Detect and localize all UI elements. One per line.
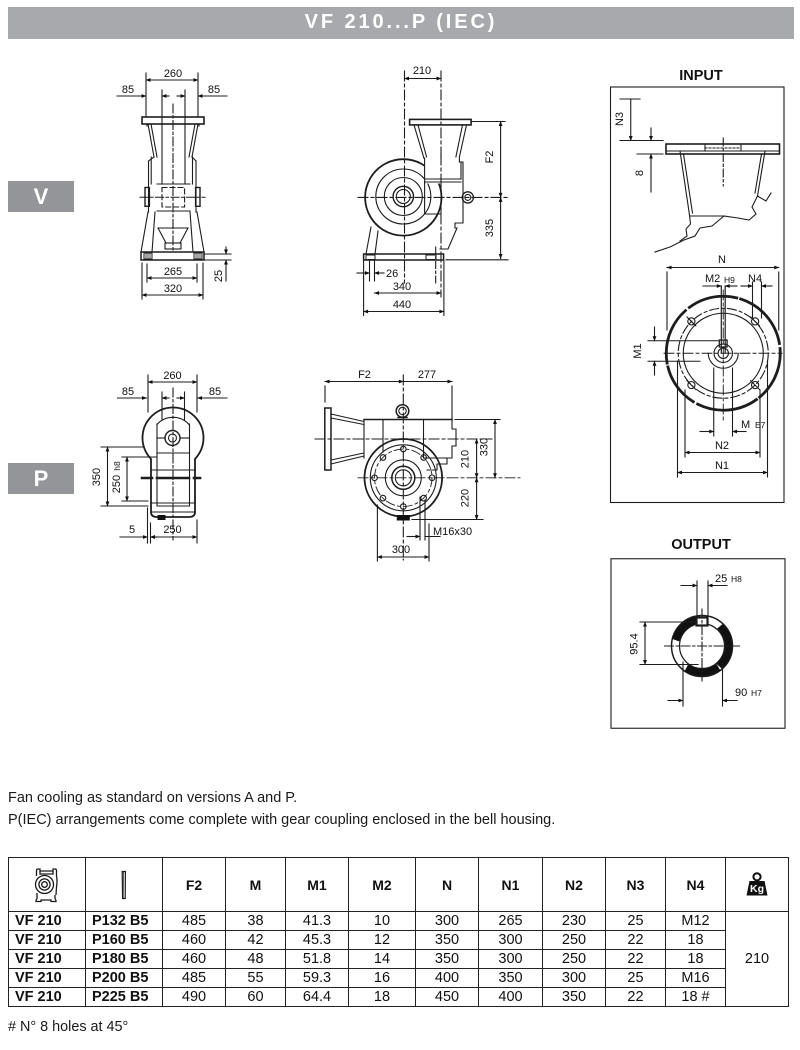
svg-text:320: 320: [164, 283, 182, 295]
svg-text:8: 8: [634, 170, 646, 176]
svg-text:250: 250: [111, 475, 123, 493]
svg-text:210: 210: [460, 450, 472, 468]
svg-text:260: 260: [164, 68, 182, 80]
svg-text:210: 210: [413, 65, 431, 77]
svg-text:N: N: [718, 254, 726, 266]
svg-text:M2: M2: [705, 273, 720, 285]
svg-text:N1: N1: [715, 460, 729, 472]
svg-text:85: 85: [208, 84, 220, 96]
svg-text:5: 5: [129, 524, 135, 536]
svg-text:M16x30: M16x30: [433, 526, 472, 538]
svg-text:h8: h8: [112, 461, 122, 471]
svg-text:H7: H7: [751, 688, 762, 698]
svg-text:OUTPUT: OUTPUT: [671, 537, 731, 553]
svg-text:N4: N4: [748, 273, 762, 285]
svg-text:250: 250: [163, 524, 181, 536]
svg-text:M1: M1: [632, 343, 644, 358]
svg-text:277: 277: [418, 369, 436, 381]
svg-text:95.4: 95.4: [629, 633, 641, 654]
svg-text:260: 260: [163, 370, 181, 382]
svg-text:85: 85: [122, 84, 134, 96]
svg-text:N3: N3: [614, 112, 626, 126]
svg-text:INPUT: INPUT: [679, 68, 723, 84]
svg-text:90: 90: [735, 687, 747, 699]
svg-text:M: M: [741, 419, 750, 431]
svg-text:335: 335: [484, 219, 496, 237]
svg-text:340: 340: [393, 281, 411, 293]
svg-text:300: 300: [392, 544, 410, 556]
svg-text:F2: F2: [484, 151, 496, 164]
svg-text:220: 220: [460, 489, 472, 507]
svg-text:330: 330: [479, 438, 491, 456]
svg-text:85: 85: [122, 386, 134, 398]
svg-text:F2: F2: [358, 369, 371, 381]
svg-text:85: 85: [209, 386, 221, 398]
svg-text:Kg: Kg: [750, 883, 764, 895]
svg-text:25: 25: [213, 270, 225, 282]
svg-text:H9: H9: [724, 275, 735, 285]
svg-text:26: 26: [386, 268, 398, 280]
svg-text:H8: H8: [731, 574, 742, 584]
svg-text:440: 440: [393, 299, 411, 311]
svg-text:350: 350: [91, 468, 103, 486]
svg-text:N2: N2: [715, 440, 729, 452]
svg-text:265: 265: [164, 266, 182, 278]
svg-text:25: 25: [715, 573, 727, 585]
